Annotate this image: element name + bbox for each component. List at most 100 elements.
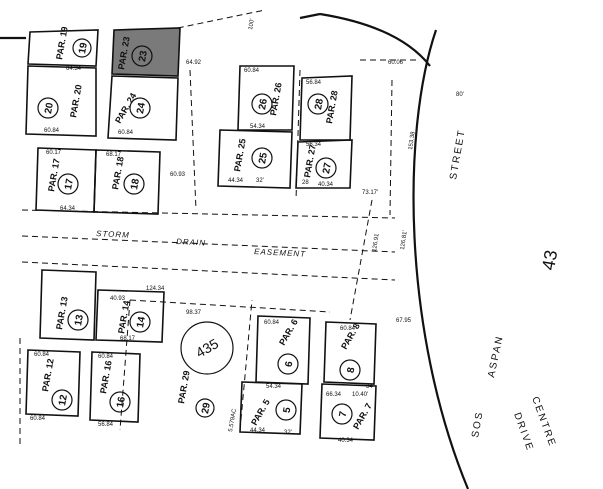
street-label: STREET xyxy=(448,128,468,181)
lot-5-number: 5 xyxy=(282,406,294,414)
dim-56-84: 56.84 xyxy=(306,80,322,86)
lot-26-ring xyxy=(251,93,273,115)
lot-19-number: 19 xyxy=(77,41,90,54)
dim-64-92: 64.92 xyxy=(186,60,202,66)
dim-60-84-lot8: 60.84 xyxy=(340,326,356,332)
lot-13-parcel: PAR. 13 xyxy=(54,296,70,331)
lot-7-parcel: PAR. 7 xyxy=(351,401,374,431)
dim-34: 34' xyxy=(366,384,374,390)
lot-6-parcel: PAR. 6 xyxy=(277,317,300,347)
dim-44-34-lot5: 44.34 xyxy=(250,428,266,434)
dim-153-38: 153.38 xyxy=(408,131,417,151)
lot-26-label: 26 PAR. 26 xyxy=(251,82,284,117)
dim-60-93: 60.93 xyxy=(170,172,186,178)
dim-66-34: 66.34 xyxy=(326,392,342,398)
lot-20-number: 20 xyxy=(43,101,56,114)
lot-24-outline[interactable] xyxy=(107,75,179,141)
lot-5-outline[interactable] xyxy=(239,381,303,435)
lot-20-label: 20 PAR. 20 xyxy=(37,84,84,119)
aspan-label: ASPAN xyxy=(486,334,506,379)
dim-60-84-lot16: 60.84 xyxy=(98,354,114,360)
dim-64-57: 64.34 xyxy=(60,206,76,212)
dim-28: 28 xyxy=(302,180,309,186)
big-lot-number: 435 xyxy=(193,335,221,361)
lot-23-outline-highlighted[interactable] xyxy=(111,27,181,77)
dim-68-17-lot18: 68.17 xyxy=(106,152,122,158)
lot-19-ring xyxy=(72,38,92,58)
lot-29-number: 29 xyxy=(200,401,213,414)
lot-25-parcel: PAR. 25 xyxy=(232,138,248,173)
lot-27-ring xyxy=(315,157,337,179)
dim-44-34: 44.34 xyxy=(228,178,244,184)
lot-12-parcel: PAR. 12 xyxy=(40,358,56,393)
dim-80: 80' xyxy=(456,92,464,98)
lot-23-number: 23 xyxy=(137,49,150,62)
drive-label: DRIVE xyxy=(511,411,535,453)
lot-20-parcel: PAR. 20 xyxy=(68,84,84,119)
dim-10-40: 10.40' xyxy=(352,392,368,398)
lot-6-ring xyxy=(277,353,299,375)
lot-26-parcel: PAR. 26 xyxy=(268,82,284,117)
block-number: 43 xyxy=(538,249,561,272)
big-lot-ring xyxy=(180,321,234,375)
lot-5-parcel: PAR. 5 xyxy=(249,397,272,427)
lot-5-label: 5 PAR. 5 xyxy=(249,397,297,427)
lot-29-boundary-top xyxy=(129,299,331,313)
lot-18-ring xyxy=(123,173,145,195)
street-curve-inner xyxy=(412,29,470,489)
lot-14-number: 14 xyxy=(135,315,148,328)
lot-28-ring xyxy=(307,93,329,115)
dim-60-17: 60.17 xyxy=(46,150,62,156)
dim-54-34-lot5: 54.34 xyxy=(266,384,282,390)
lot-16-label: 16 PAR. 16 xyxy=(98,360,131,413)
lot-8-number: 8 xyxy=(346,366,358,374)
dim-126-91: 126.91 xyxy=(372,233,381,253)
easement-vertical-2 xyxy=(295,69,301,201)
lot-19-outline[interactable] xyxy=(27,29,99,67)
lot-24-parcel: PAR. 24 xyxy=(113,91,138,125)
lot-7-outline[interactable] xyxy=(319,383,377,441)
easement-vertical-1 xyxy=(189,69,197,211)
lot-14-ring xyxy=(129,311,151,333)
lot-29-boundary-right xyxy=(239,299,253,431)
lot-13-label: 13 PAR. 13 xyxy=(54,296,89,331)
big-lot-parcel-label: PAR. 29 xyxy=(176,370,192,405)
lot-13-outline[interactable] xyxy=(39,269,97,341)
lot-14-outline[interactable] xyxy=(95,289,165,343)
dim-60-84-lot12-bottom: 60.84 xyxy=(30,416,46,422)
lot-7-number: 7 xyxy=(338,410,350,418)
lot-29-ring xyxy=(195,398,215,418)
lot-6-outline[interactable] xyxy=(255,315,311,385)
lot-23-ring xyxy=(131,45,153,67)
centre-label: CENTRE xyxy=(529,395,558,449)
lot-25-outline[interactable] xyxy=(217,129,293,189)
dim-60-84-lot6: 60.84 xyxy=(264,320,280,326)
lot-16-outline[interactable] xyxy=(89,351,141,423)
dim-60-84-lot20: 60.84 xyxy=(44,128,60,134)
lot-25-label: 25 PAR. 25 xyxy=(232,138,273,173)
lot-18-outline[interactable] xyxy=(93,149,161,215)
street-curve-outer xyxy=(319,12,431,67)
lot-16-parcel: PAR. 16 xyxy=(98,360,114,395)
dim-40-34-lot27: 40.34 xyxy=(318,182,334,188)
lot-12-outline[interactable] xyxy=(25,349,81,417)
lot-14-label: 14 PAR. 14 xyxy=(116,300,151,334)
lot-20-outline[interactable] xyxy=(25,65,97,137)
lot-29-boundary-left xyxy=(119,299,131,431)
dim-32-lot5: 32' xyxy=(284,430,292,436)
lot-26-outline[interactable] xyxy=(237,65,295,131)
lot-27-outline[interactable] xyxy=(295,139,353,189)
lot-27-number: 27 xyxy=(321,161,334,174)
street-edge-top xyxy=(299,12,321,20)
lot-12-ring xyxy=(51,389,73,411)
lot-12-label: 12 PAR. 12 xyxy=(40,358,73,411)
dim-73-17: 73.17' xyxy=(362,190,378,196)
easement-vertical-3 xyxy=(349,199,373,321)
easement-line-bottom xyxy=(21,261,396,281)
dim-126-81: 126.81' xyxy=(400,230,409,250)
dim-60-84-lot24: 60.84 xyxy=(118,130,134,136)
lot-27-label: 27 PAR. 27 xyxy=(302,144,337,179)
easement-line-mid xyxy=(21,235,396,253)
lot-8-outline[interactable] xyxy=(323,321,377,385)
